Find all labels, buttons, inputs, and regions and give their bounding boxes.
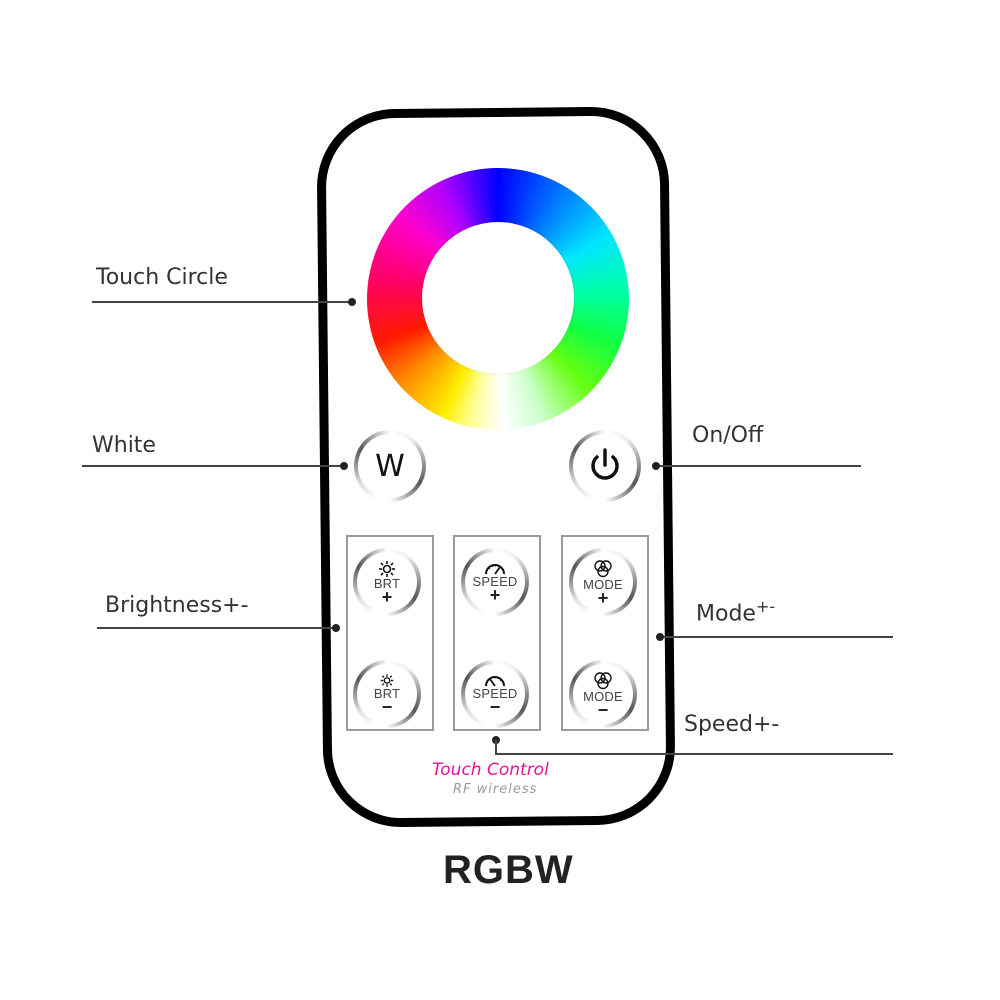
callout-line-on-off — [656, 465, 861, 467]
brightness-up-label: BRT — [373, 575, 401, 591]
rgb-circles-icon — [593, 559, 613, 578]
callout-line-brightness — [97, 627, 337, 629]
minus-sign: − — [381, 697, 393, 717]
callout-dot-mode — [656, 633, 664, 641]
callout-vline-speed — [495, 740, 497, 754]
callout-dot-on-off — [652, 462, 660, 470]
callout-mode-suffix: +- — [755, 597, 776, 616]
brightness-down-label: BRT — [373, 686, 401, 701]
callout-mode: Mode+- — [696, 597, 775, 626]
rgb-circles-icon — [593, 671, 613, 690]
white-button[interactable]: W — [354, 430, 426, 502]
callout-brightness: Brightness+- — [105, 593, 249, 618]
power-icon — [587, 447, 623, 485]
callout-line-white — [82, 465, 344, 467]
sun-icon — [378, 560, 396, 577]
callout-mode-text: Mode — [696, 601, 756, 627]
plus-sign: + — [381, 586, 393, 607]
brand-rf-wireless: RF wireless — [453, 782, 538, 797]
plus-sign: + — [597, 587, 609, 608]
brand-touch-control: Touch Control — [432, 760, 549, 780]
mode-up-button[interactable]: MODE + — [569, 548, 637, 616]
mode-up-label: MODE — [583, 576, 623, 592]
callout-on-off: On/Off — [692, 423, 764, 448]
callout-white: White — [92, 433, 156, 458]
callout-line-speed — [495, 753, 893, 755]
callout-dot-touch-circle — [348, 298, 356, 306]
speed-down-label: SPEED — [472, 686, 518, 701]
mode-down-button[interactable]: MODE − — [569, 660, 637, 728]
power-button[interactable] — [569, 430, 641, 502]
mode-down-label: MODE — [583, 688, 623, 704]
callout-dot-white — [340, 462, 348, 470]
speed-down-button[interactable]: SPEED − — [461, 660, 529, 728]
callout-touch-circle: Touch Circle — [96, 265, 228, 290]
plus-sign: + — [489, 585, 501, 605]
minus-sign: − — [597, 699, 609, 720]
speed-up-label: SPEED — [472, 574, 518, 589]
callout-line-touch-circle — [92, 301, 352, 303]
brightness-up-button[interactable]: BRT + — [353, 548, 421, 616]
color-wheel-center — [422, 222, 574, 374]
sun-icon — [380, 674, 394, 687]
white-button-label: W — [375, 448, 405, 484]
callout-line-mode — [660, 636, 893, 638]
speed-up-button[interactable]: SPEED + — [461, 548, 529, 616]
callout-speed: Speed+- — [684, 712, 780, 737]
speedometer-icon — [484, 674, 506, 687]
minus-sign: − — [489, 697, 501, 717]
callout-dot-brightness — [332, 624, 340, 632]
brightness-down-button[interactable]: BRT − — [353, 660, 421, 728]
product-title: RGBW — [443, 848, 574, 892]
speedometer-icon — [484, 562, 506, 575]
